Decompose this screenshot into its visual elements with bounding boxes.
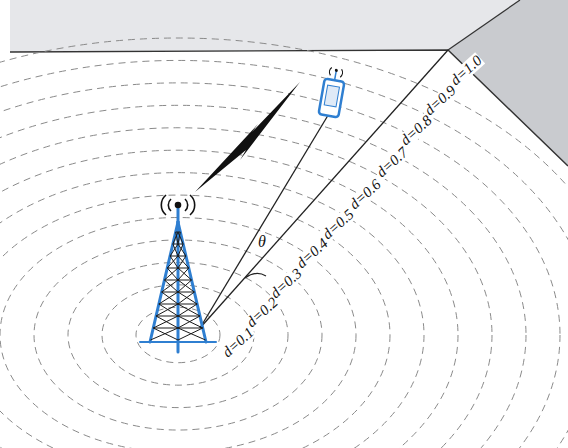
- distance-label: d=0.7: [373, 144, 412, 181]
- antenna-waves: [161, 195, 194, 215]
- building-roof: [10, 0, 568, 166]
- distance-label: d=0.3: [267, 265, 306, 302]
- user-phone: [319, 67, 347, 118]
- wireless-link: [195, 82, 300, 192]
- distance-label: d=0.5: [319, 206, 358, 243]
- base-station-tower: [140, 208, 216, 352]
- building-edge: [448, 0, 520, 50]
- user-line: [200, 112, 330, 328]
- building-edge: [10, 50, 568, 166]
- building-wall: [448, 0, 568, 166]
- tower-lattice: [150, 232, 205, 340]
- angle-label: θ: [257, 234, 267, 250]
- distance-label: d=0.6: [346, 176, 385, 213]
- radial-line: [200, 50, 448, 328]
- angle-arc: [245, 273, 266, 278]
- coverage-rings: [0, 38, 568, 448]
